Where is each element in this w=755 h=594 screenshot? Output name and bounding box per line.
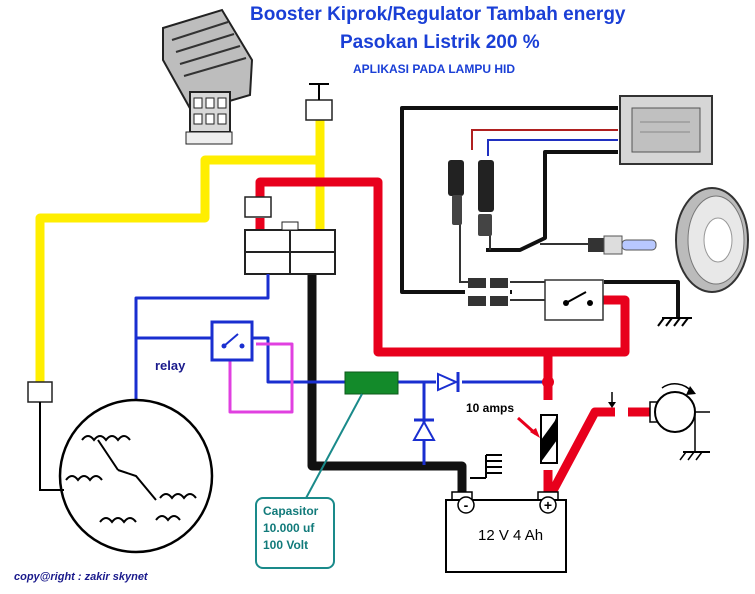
battery-label: 12 V 4 Ah [478,527,544,544]
hid-bulb-icon [588,235,657,255]
fuse-amps-label: 10 amps [466,401,515,415]
fuse-icon [517,414,558,464]
switch-icon [544,279,604,321]
battery-icon: - + [445,491,567,573]
capacitor-label-box: Capasitor 10.000 uf 100 Volt [255,497,335,569]
ground-battery-icon [470,454,502,479]
capacitor-label-line-2: 10.000 uf [263,521,315,535]
hid-ballast-icon [619,95,713,165]
relay-icon [210,320,254,362]
yellow-wire [35,120,325,383]
capacitor-pointer [304,393,363,501]
title-line-1: Booster Kiprok/Regulator Tambah energy [250,4,626,25]
connector-top [305,83,333,121]
headlamp-icon [675,187,749,293]
battery-plus: + [544,497,552,513]
capacitor-label-line-1: Capasitor [263,504,319,518]
diode-icon [412,372,460,441]
relay-label: relay [155,358,186,373]
copyright-text: copy@right : zakir skynet [14,571,148,583]
fuse-box [244,196,336,275]
ground-icon [657,317,692,327]
battery-minus: - [464,497,469,513]
regulator-rectifier-icon [162,8,254,145]
capacitor-icon [344,371,399,395]
magenta-wire [228,342,294,414]
capacitor-label-line-3: 100 Volt [263,538,309,552]
black-wire-hid [400,106,680,318]
starter-motor-icon [608,383,710,461]
title-line-2: Pasokan Listrik 200 % [340,32,540,53]
hid-connectors [448,160,508,306]
junction [542,376,554,388]
title-line-3: APLIKASI PADA LAMPU HID [353,62,515,76]
connector-stator [27,381,53,403]
stator-coil-icon [39,398,214,554]
black-wire [307,270,467,492]
